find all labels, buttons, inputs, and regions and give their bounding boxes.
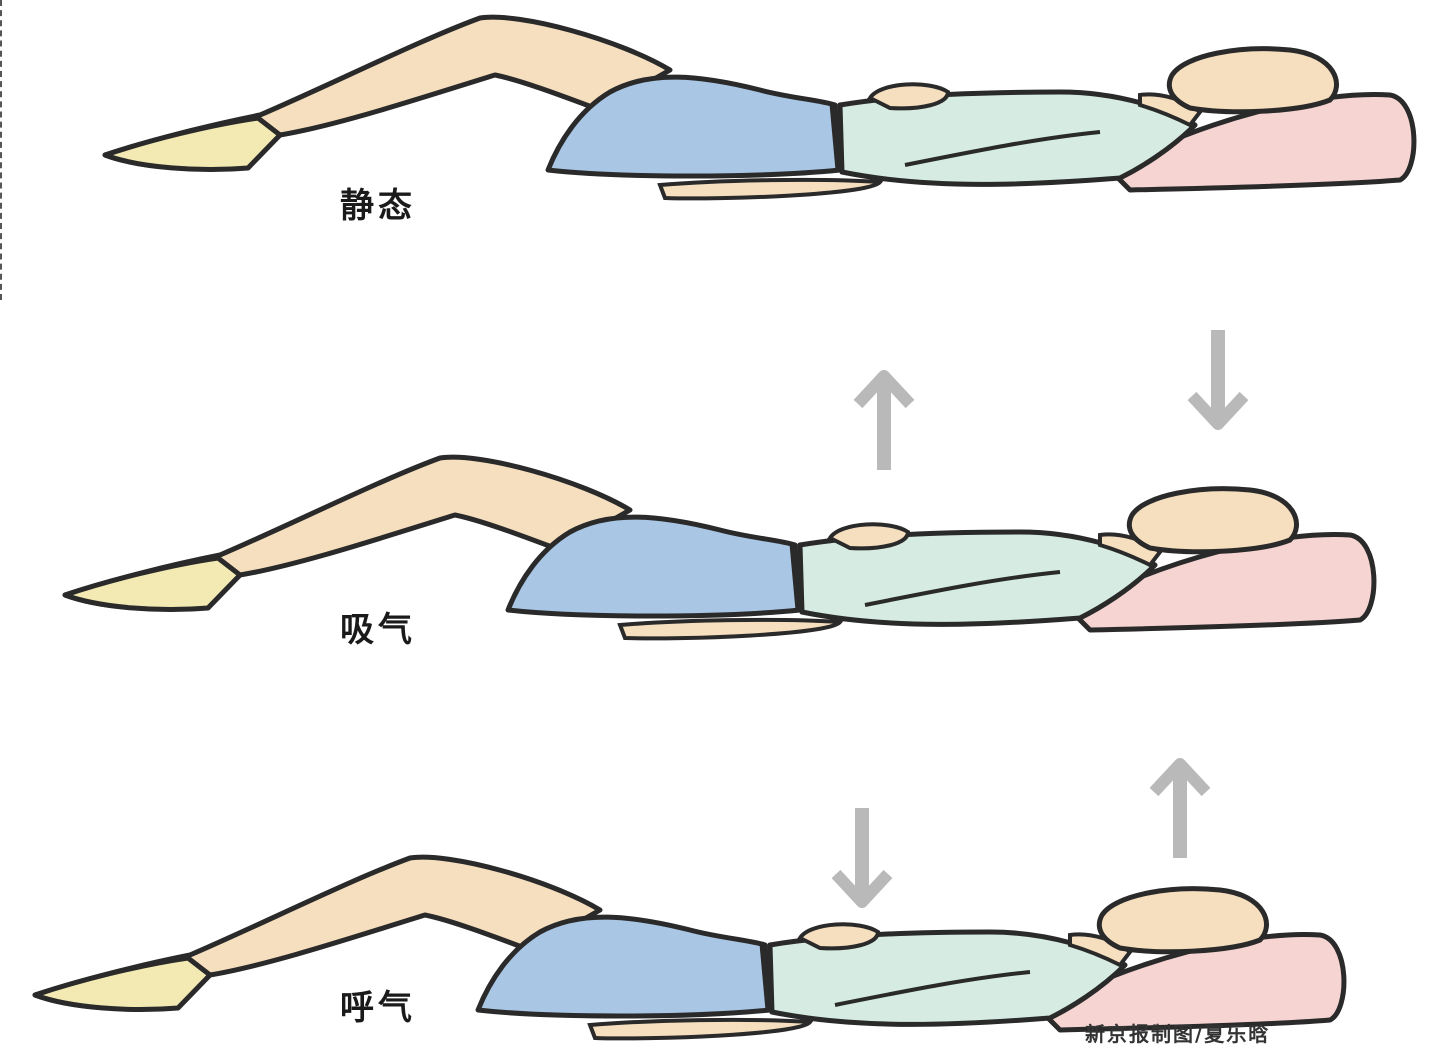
down-arrow-icon bbox=[1192, 330, 1244, 424]
figure-inhale bbox=[65, 457, 1374, 638]
down-arrow-icon bbox=[836, 808, 888, 902]
panel-label-rest: 静态 bbox=[340, 178, 416, 227]
panel-label-exhale: 呼气 bbox=[340, 980, 416, 1029]
panel-label-inhale: 吸气 bbox=[340, 602, 416, 651]
figure-rest bbox=[105, 17, 1414, 198]
up-arrow-icon bbox=[1154, 764, 1206, 858]
figure-exhale bbox=[35, 857, 1344, 1038]
up-arrow-icon bbox=[858, 376, 910, 470]
